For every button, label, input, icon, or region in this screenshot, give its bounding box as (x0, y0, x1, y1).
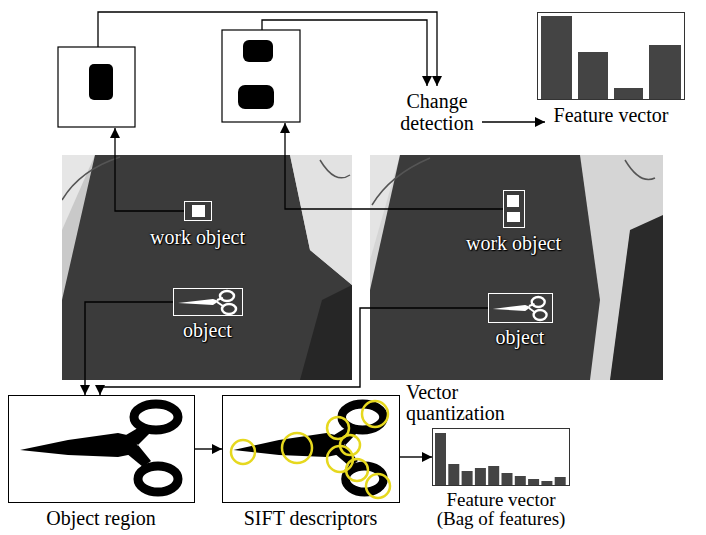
connector-arrow (195, 448, 222, 449)
wire-arrow (285, 123, 503, 209)
histogram-bar (502, 473, 513, 485)
scissors-photo (178, 291, 236, 314)
mask-frame (58, 47, 135, 127)
histogram-box: Feature vector (537, 12, 685, 100)
node-label: object (183, 319, 232, 341)
photo-wire (320, 160, 350, 178)
scissors-photo (493, 297, 547, 320)
node-label: Object region (46, 507, 155, 529)
wire-arrow (262, 20, 427, 86)
scissors-silhouette (233, 404, 383, 492)
histogram-bar (578, 52, 608, 100)
object-box: object (173, 288, 243, 316)
node-label: Feature vector (554, 104, 669, 126)
node-label: work object (150, 226, 245, 248)
photo-wire (372, 158, 430, 205)
photo-arm (610, 215, 663, 380)
sift-box: SIFT descriptors (222, 395, 400, 503)
histogram-bar (435, 433, 446, 485)
keypoint-circle (346, 459, 368, 481)
camera-photo (62, 155, 352, 380)
camera-photo (370, 155, 663, 380)
object-box: object (488, 293, 553, 323)
connector-arrow (400, 456, 432, 457)
photo-wire (62, 157, 120, 200)
node-label: object (496, 326, 545, 348)
keypoint-circle (340, 435, 360, 455)
histogram-bar (488, 466, 499, 485)
histogram-bar (462, 471, 473, 485)
work-object-block (192, 205, 205, 217)
photo-cloth (62, 155, 352, 380)
keypoint-circle (282, 433, 312, 463)
histogram-bar (528, 479, 539, 485)
mask-blob (238, 85, 274, 109)
histogram-bar (515, 476, 526, 485)
histogram-bar (614, 88, 643, 100)
wire-arrow (98, 12, 437, 86)
histogram-bar (541, 481, 552, 485)
keypoint-circle (366, 474, 390, 498)
work-object-block (507, 195, 519, 207)
node-label: SIFT descriptors (244, 507, 378, 529)
histogram-bar (649, 45, 681, 100)
scissors-silhouette (20, 404, 178, 492)
work-object-box: work object (184, 201, 212, 221)
wire-arrow (482, 121, 545, 122)
photo-wire (625, 160, 655, 180)
work-object-block (507, 212, 520, 222)
photo-ground (62, 155, 352, 380)
photo-arm (300, 285, 352, 380)
photo-table (290, 155, 352, 285)
connector-arrow (85, 302, 173, 395)
work-object-box: work object (503, 190, 525, 228)
histogram (435, 433, 566, 485)
label-holder: Vector quantization (406, 382, 510, 424)
histogram-bar (448, 464, 459, 485)
sift-keypoints (231, 401, 390, 498)
keypoint-circle (231, 440, 255, 464)
wire-arrow (115, 128, 184, 211)
process-label: Change detection (395, 90, 480, 134)
histogram-bar (475, 468, 486, 485)
mask-blob (243, 40, 273, 62)
keypoint-circle (362, 401, 388, 427)
histogram-bar (555, 477, 566, 485)
object-region-box: Object region (8, 395, 195, 503)
mask-frame (222, 30, 300, 122)
histogram-box: Feature vector (Bag of features) (432, 428, 570, 486)
photo-cloth (370, 155, 600, 380)
node-label: Feature vector (Bag of features) (429, 490, 574, 528)
histogram-bar (541, 16, 572, 100)
node-label: work object (466, 232, 561, 254)
edge-label: Vector quantization (406, 382, 510, 424)
mask-blob (89, 64, 113, 100)
photo-ground (370, 155, 663, 380)
label-holder: Change detection (395, 90, 480, 134)
